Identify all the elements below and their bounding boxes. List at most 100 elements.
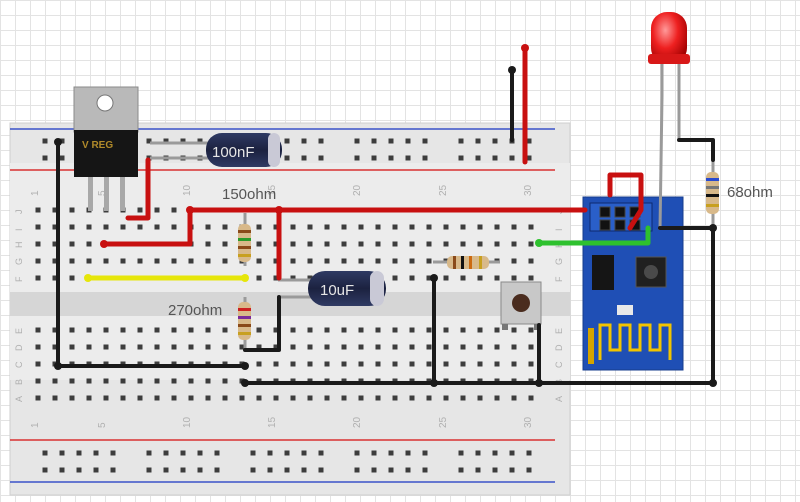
led-icon xyxy=(648,12,690,231)
resistor-pushbutton xyxy=(433,256,500,269)
voltage-regulator-icon: V REG xyxy=(73,86,139,211)
breadboard-hole xyxy=(163,138,169,144)
breadboard-hole xyxy=(324,241,330,247)
col-number: 5 xyxy=(97,190,108,196)
resistor-68ohm xyxy=(706,155,719,228)
breadboard-hole xyxy=(341,361,347,367)
breadboard-hole xyxy=(509,155,515,161)
breadboard-hole xyxy=(422,155,428,161)
breadboard-hole xyxy=(443,241,449,247)
breadboard-hole xyxy=(511,361,517,367)
breadboard-hole xyxy=(103,258,109,264)
breadboard-hole xyxy=(307,361,313,367)
breadboard-hole xyxy=(103,327,109,333)
breadboard-hole xyxy=(528,275,534,281)
breadboard-hole xyxy=(388,138,394,144)
breadboard-hole xyxy=(52,241,58,247)
breadboard-hole xyxy=(42,467,48,473)
breadboard-hole xyxy=(307,395,313,401)
breadboard-hole xyxy=(154,258,160,264)
capacitor-100nf: 100nF xyxy=(150,133,282,167)
breadboard-hole xyxy=(409,344,415,350)
breadboard: 1 5 10 15 20 25 30 1 5 10 15 20 25 30 J … xyxy=(9,122,571,496)
esp8266-module-icon xyxy=(582,196,684,371)
breadboard-hole xyxy=(511,275,517,281)
breadboard-hole xyxy=(86,344,92,350)
breadboard-hole xyxy=(290,275,296,281)
breadboard-hole xyxy=(103,224,109,230)
breadboard-hole xyxy=(509,467,515,473)
breadboard-hole xyxy=(146,138,152,144)
red-wire[interactable] xyxy=(101,207,588,247)
breadboard-hole xyxy=(354,155,360,161)
black-wire[interactable] xyxy=(677,138,715,162)
breadboard-hole xyxy=(52,258,58,264)
breadboard-hole xyxy=(318,450,324,456)
black-wire[interactable] xyxy=(243,226,715,385)
breadboard-hole xyxy=(375,344,381,350)
breadboard-hole xyxy=(475,138,481,144)
breadboard-hole xyxy=(307,327,313,333)
breadboard-hole xyxy=(392,258,398,264)
breadboard-hole xyxy=(42,138,48,144)
breadboard-hole xyxy=(494,361,500,367)
breadboard-hole xyxy=(120,378,126,384)
breadboard-hole xyxy=(284,138,290,144)
breadboard-hole xyxy=(69,224,75,230)
breadboard-hole xyxy=(171,224,177,230)
breadboard-hole xyxy=(120,395,126,401)
breadboard-hole xyxy=(222,395,228,401)
black-wire[interactable] xyxy=(243,295,281,352)
row-letter: I xyxy=(14,228,24,231)
breadboard-hole xyxy=(154,224,160,230)
breadboard-hole xyxy=(120,258,126,264)
breadboard-hole xyxy=(171,258,177,264)
breadboard-hole xyxy=(197,467,203,473)
breadboard-hole xyxy=(256,327,262,333)
breadboard-hole xyxy=(205,258,211,264)
connection-dots xyxy=(54,44,717,387)
breadboard-hole xyxy=(528,327,534,333)
breadboard-hole xyxy=(110,450,116,456)
breadboard-hole xyxy=(171,207,177,213)
breadboard-hole xyxy=(458,138,464,144)
row-letter: C xyxy=(14,361,24,368)
breadboard-hole xyxy=(405,467,411,473)
breadboard-hole xyxy=(69,258,75,264)
red-wire[interactable] xyxy=(607,172,644,231)
breadboard-hole xyxy=(477,275,483,281)
breadboard-hole xyxy=(256,258,262,264)
breadboard-hole xyxy=(492,155,498,161)
breadboard-hole xyxy=(307,344,313,350)
column-numbers-top: 1 5 10 15 20 25 30 xyxy=(30,184,534,196)
breadboard-hole xyxy=(250,450,256,456)
breadboard-hole xyxy=(86,395,92,401)
breadboard-hole xyxy=(273,327,279,333)
breadboard-hole xyxy=(371,138,377,144)
breadboard-hole xyxy=(59,450,65,456)
breadboard-hole xyxy=(460,275,466,281)
breadboard-hole xyxy=(409,224,415,230)
vreg-label: V REG xyxy=(82,140,113,151)
breadboard-hole xyxy=(86,378,92,384)
breadboard-hole xyxy=(188,378,194,384)
capacitor-10uf: 10uF xyxy=(278,271,386,306)
breadboard-hole xyxy=(528,258,534,264)
breadboard-hole xyxy=(103,344,109,350)
breadboard-hole xyxy=(239,395,245,401)
breadboard-hole xyxy=(103,378,109,384)
breadboard-hole xyxy=(76,467,82,473)
breadboard-hole xyxy=(154,395,160,401)
breadboard-hole xyxy=(354,467,360,473)
breadboard-hole xyxy=(52,275,58,281)
wires xyxy=(56,45,715,385)
breadboard-hole xyxy=(324,395,330,401)
breadboard-hole xyxy=(69,378,75,384)
breadboard-hole xyxy=(222,327,228,333)
breadboard-hole xyxy=(318,155,324,161)
breadboard-hole xyxy=(137,344,143,350)
breadboard-hole xyxy=(375,327,381,333)
green-wire[interactable] xyxy=(536,225,651,246)
red-wire[interactable] xyxy=(125,157,151,221)
breadboard-hole xyxy=(324,224,330,230)
